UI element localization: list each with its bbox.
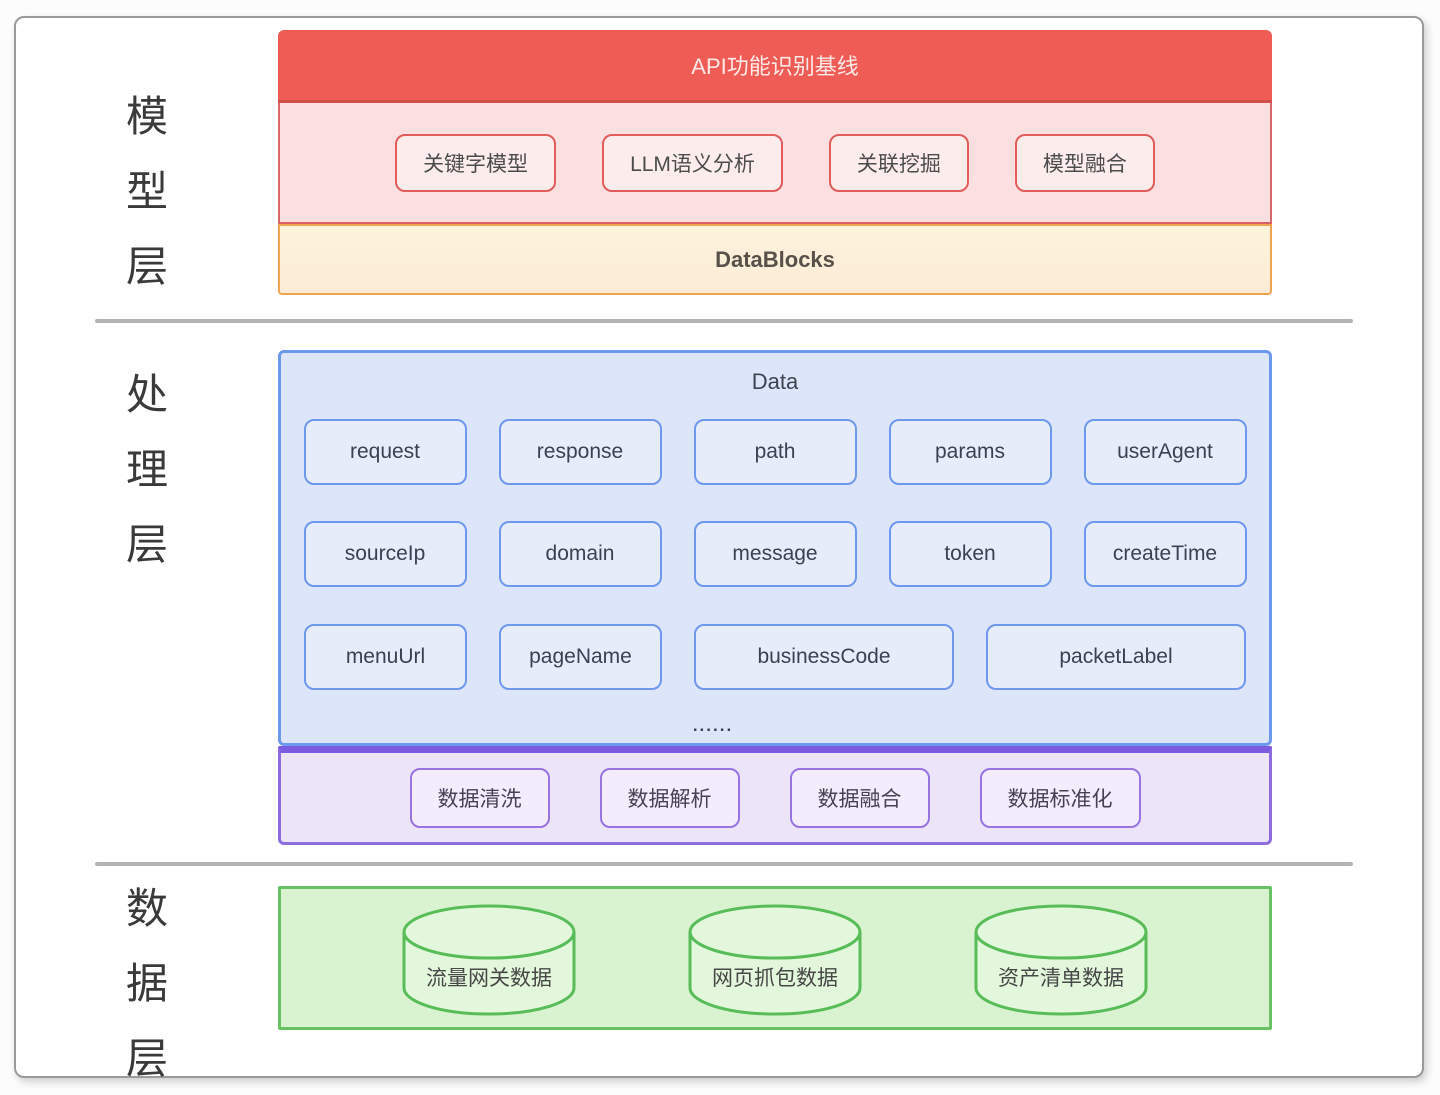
field-box-params: params (888, 419, 1052, 485)
processing-steps-row: 数据清洗 数据解析 数据融合 数据标准化 (278, 746, 1272, 845)
field-box-request: request (303, 419, 467, 485)
field-box-businesscode: businessCode (694, 624, 954, 690)
model-boxes-row: 关键字模型 LLM语义分析 关联挖掘 模型融合 (278, 103, 1272, 224)
model-layer-label: 模型层 (125, 93, 168, 290)
data-layer-label: 数据层 (125, 885, 168, 1082)
database-label: 资产清单数据 (998, 967, 1124, 990)
data-title: Data (751, 369, 799, 394)
field-row-3: menuUrl pageName businessCode packetLabe… (281, 624, 1269, 690)
datablocks-bar: DataBlocks (278, 224, 1272, 295)
processing-layer-label: 处理层 (125, 371, 168, 568)
database-icon (688, 904, 862, 1016)
field-box-message: message (693, 521, 857, 587)
database-label: 流量网关数据 (426, 967, 552, 990)
field-box-domain: domain (498, 521, 662, 587)
field-box-packetlabel: packetLabel (986, 624, 1246, 690)
model-box-llm: LLM语义分析 (602, 133, 783, 192)
model-box-association: 关联挖掘 (828, 133, 969, 192)
data-fields-container: Data request response path params userAg… (278, 350, 1272, 746)
field-box-path: path (693, 419, 857, 485)
more-fields-ellipsis: ...... (692, 716, 734, 735)
database-icon (402, 904, 576, 1016)
field-row-2: sourceIp domain message token createTime (281, 521, 1269, 587)
database-gateway: 流量网关数据 (400, 902, 578, 1018)
step-box-standardization: 数据标准化 (979, 767, 1141, 828)
field-box-pagename: pageName (499, 624, 662, 690)
field-box-sourceip: sourceIp (303, 521, 467, 587)
data-sources-container: 流量网关数据 网页抓包数据 资产清单数据 (278, 886, 1272, 1030)
layer-divider (95, 319, 1353, 323)
database-webcapture: 网页抓包数据 (686, 902, 864, 1018)
step-box-fusion: 数据融合 (789, 767, 930, 828)
field-box-response: response (498, 419, 662, 485)
database-icon (974, 904, 1148, 1016)
step-box-cleaning: 数据清洗 (409, 767, 550, 828)
model-box-fusion: 模型融合 (1014, 133, 1155, 192)
database-assets: 资产清单数据 (972, 902, 1150, 1018)
model-layer-stack: API功能识别基线 关键字模型 LLM语义分析 关联挖掘 模型融合 DataBl… (278, 30, 1272, 295)
field-box-createtime: createTime (1083, 521, 1247, 587)
database-label: 网页抓包数据 (712, 967, 838, 990)
api-baseline-header: API功能识别基线 (278, 30, 1272, 103)
model-box-keyword: 关键字模型 (395, 133, 557, 192)
field-row-1: request response path params userAgent (281, 419, 1269, 485)
field-box-token: token (888, 521, 1052, 587)
field-box-useragent: userAgent (1083, 419, 1247, 485)
step-box-parsing: 数据解析 (599, 767, 740, 828)
field-box-menuurl: menuUrl (304, 624, 467, 690)
layer-divider (95, 862, 1353, 866)
